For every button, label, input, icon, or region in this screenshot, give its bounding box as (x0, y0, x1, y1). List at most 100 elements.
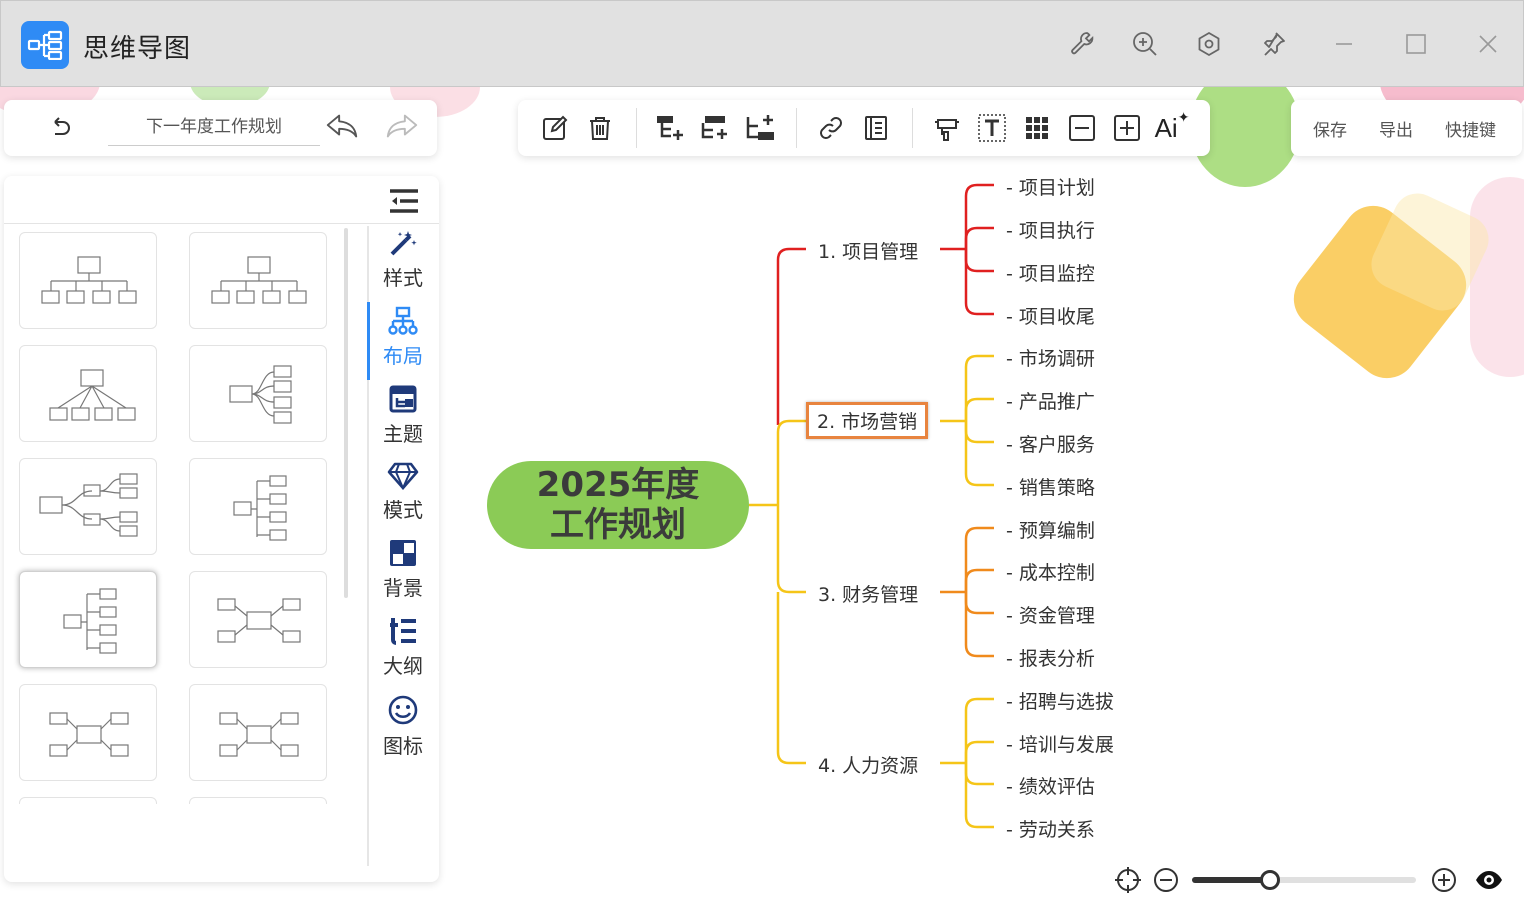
subtopic[interactable]: - 项目计划 (1006, 177, 1095, 199)
branch-topic[interactable]: 1. 项目管理 (818, 241, 919, 263)
zoom-slider-knob[interactable] (1260, 870, 1280, 890)
subtopic[interactable]: - 劳动关系 (1006, 819, 1095, 841)
toolbar-divider (796, 108, 797, 148)
layout-left-tree[interactable] (189, 345, 327, 442)
layout-more[interactable] (19, 797, 157, 804)
subtopic[interactable]: - 培训与发展 (1006, 734, 1114, 756)
document-bar: 下一年度工作规划 (4, 100, 437, 156)
link-icon[interactable] (813, 110, 849, 146)
layout-mind-map-straight[interactable] (189, 684, 327, 781)
theme-icon (389, 385, 417, 413)
side-panel (4, 176, 439, 882)
shortcuts-button[interactable]: 快捷键 (1445, 121, 1496, 141)
subtopic[interactable]: - 成本控制 (1006, 562, 1095, 584)
tab-outline[interactable]: 大纲 (374, 616, 432, 679)
layout-logic-right[interactable] (19, 458, 157, 555)
title-bar: 思维导图 (0, 0, 1524, 87)
note-icon[interactable] (858, 110, 894, 146)
pin-icon[interactable] (1256, 27, 1290, 61)
smiley-icon (388, 695, 418, 725)
subtopic[interactable]: - 报表分析 (1006, 648, 1095, 670)
root-topic-line1: 2025年度 (536, 465, 700, 505)
branch-topic[interactable]: 3. 财务管理 (818, 584, 919, 606)
active-tab-indicator (367, 302, 370, 380)
app-logo-icon (21, 21, 69, 69)
layout-more[interactable] (189, 797, 327, 804)
grid-icon[interactable] (1019, 110, 1055, 146)
layout-org-chart-down-alt[interactable] (189, 232, 327, 329)
branch-topic-selected[interactable]: 2. 市场营销 (806, 402, 929, 439)
minimize-icon[interactable] (1327, 27, 1361, 61)
layout-mind-map-curved[interactable] (19, 684, 157, 781)
layout-mind-map-both[interactable] (189, 571, 327, 668)
subtopic[interactable]: - 市场调研 (1006, 348, 1095, 370)
subtopic[interactable]: - 项目监控 (1006, 263, 1095, 285)
add-child-topic-icon[interactable] (653, 110, 689, 146)
diamond-icon (387, 462, 419, 491)
expand-icon[interactable] (1109, 110, 1145, 146)
back-icon[interactable] (42, 110, 78, 146)
close-icon[interactable] (1471, 27, 1505, 61)
add-parent-topic-icon[interactable] (742, 110, 778, 146)
wrench-icon[interactable] (1066, 27, 1100, 61)
tab-style[interactable]: 样式 (374, 228, 432, 291)
subtopic[interactable]: - 产品推广 (1006, 391, 1095, 413)
layout-bracket-right-selected[interactable] (19, 571, 157, 668)
subtopic[interactable]: - 预算编制 (1006, 520, 1095, 542)
zoom-in-icon[interactable] (1128, 27, 1162, 61)
decor-blob (1470, 177, 1524, 377)
magic-wand-icon (390, 231, 417, 256)
branch-topic[interactable]: 4. 人力资源 (818, 755, 919, 777)
tab-background[interactable]: 背景 (374, 538, 432, 601)
file-actions-bar: 保存 导出 快捷键 (1291, 100, 1522, 156)
subtopic[interactable]: - 绩效评估 (1006, 776, 1095, 798)
outline-icon (390, 618, 416, 645)
subtopic[interactable]: - 客户服务 (1006, 434, 1095, 456)
save-button[interactable]: 保存 (1313, 121, 1347, 141)
subtopic[interactable]: - 项目收尾 (1006, 306, 1095, 328)
delete-icon[interactable] (582, 110, 618, 146)
toolbar-divider (912, 108, 913, 148)
ai-icon[interactable]: Ai✦ (1154, 110, 1190, 143)
settings-icon[interactable] (1192, 27, 1226, 61)
add-sibling-topic-icon[interactable] (697, 110, 733, 146)
main-toolbar: Ai✦ (518, 100, 1210, 156)
root-topic[interactable]: 2025年度 工作规划 (487, 461, 749, 549)
tab-theme[interactable]: 主题 (374, 384, 432, 447)
app-title: 思维导图 (83, 34, 192, 64)
tab-layout[interactable]: 布局 (374, 306, 432, 369)
document-name-field[interactable]: 下一年度工作规划 (108, 114, 320, 146)
layout-org-chart-down[interactable] (19, 232, 157, 329)
collapse-panel-icon[interactable] (388, 188, 420, 218)
text-icon[interactable] (974, 110, 1010, 146)
subtopic[interactable]: - 销售策略 (1006, 477, 1095, 499)
tab-icon[interactable]: 图标 (374, 694, 432, 759)
layout-scrollbar[interactable] (344, 228, 348, 598)
format-painter-icon[interactable] (929, 110, 965, 146)
layout-tree-icon (388, 306, 418, 335)
layout-bracket-right[interactable] (189, 458, 327, 555)
edit-icon[interactable] (537, 110, 573, 146)
panel-header (4, 176, 439, 224)
redo-icon[interactable] (384, 108, 420, 144)
zoom-slider-fill (1192, 877, 1270, 883)
toolbar-divider (636, 108, 637, 148)
tab-divider (367, 226, 369, 866)
root-topic-line2: 工作规划 (550, 505, 686, 545)
tab-mode[interactable]: 模式 (374, 462, 432, 523)
preview-eye-icon[interactable] (1474, 866, 1504, 898)
undo-icon[interactable] (324, 108, 360, 144)
collapse-icon[interactable] (1064, 110, 1100, 146)
layout-tree-down-curved[interactable] (19, 345, 157, 442)
layout-grid (4, 224, 354, 804)
zoom-in-button-icon[interactable] (1430, 866, 1458, 898)
locate-icon[interactable] (1114, 866, 1142, 898)
subtopic[interactable]: - 招聘与选拔 (1006, 691, 1114, 713)
background-icon (390, 540, 416, 566)
subtopic[interactable]: - 资金管理 (1006, 605, 1095, 627)
zoom-slider-track[interactable] (1192, 870, 1416, 890)
export-button[interactable]: 导出 (1379, 121, 1413, 141)
zoom-out-icon[interactable] (1152, 866, 1180, 898)
subtopic[interactable]: - 项目执行 (1006, 220, 1095, 242)
maximize-icon[interactable] (1399, 27, 1433, 61)
